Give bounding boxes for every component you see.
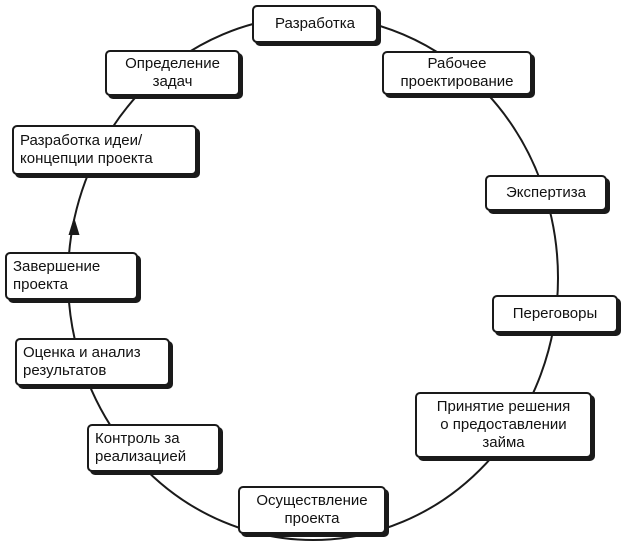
node-negotiations: Переговоры [492, 295, 618, 333]
node-implementation: Осуществление проекта [238, 486, 386, 534]
node-expertise: Экспертиза [485, 175, 607, 211]
node-evaluation: Оценка и анализ результатов [15, 338, 170, 386]
node-control: Контроль за реализацией [87, 424, 220, 472]
node-working-design: Рабочее проектирование [382, 51, 532, 95]
node-completion: Завершение проекта [5, 252, 138, 300]
node-idea: Разработка идеи/ концепции проекта [12, 125, 197, 175]
node-development: Разработка [252, 5, 378, 43]
node-task-definition: Определение задач [105, 50, 240, 96]
node-loan-decision: Принятие решения о предоставлении займа [415, 392, 592, 458]
cycle-arrowhead [68, 217, 80, 235]
